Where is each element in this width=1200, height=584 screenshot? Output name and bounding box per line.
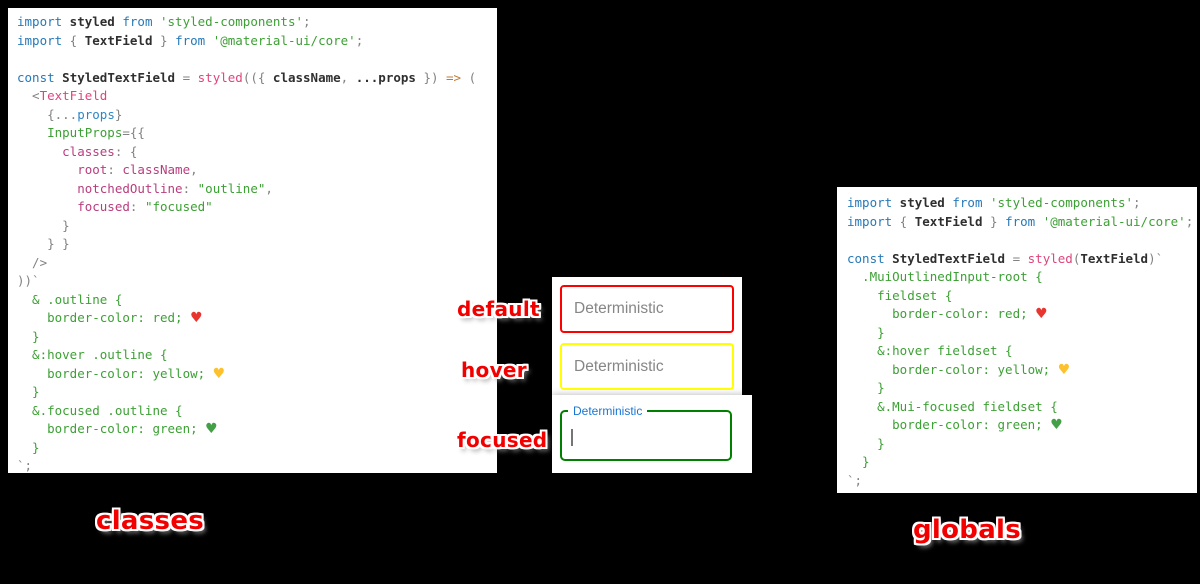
code-line: border-color: yellow; ♥ [17,365,226,382]
annotation-globals: globals [913,515,1022,545]
code-line: ))` [17,273,40,288]
code-line: `; [847,472,863,488]
code-line: &.focused .outline { [17,402,183,418]
code-line: &.Mui-focused fieldset { [847,398,1058,414]
code-line: } [17,384,40,399]
globals-code-snippet: import styled from 'styled-components'; i… [837,187,1197,493]
annotation-focused: focused [457,428,548,452]
code-line: `; [17,458,33,473]
code-line: border-color: red; ♥ [847,306,1048,322]
code-line: border-color: green; ♥ [17,421,218,437]
annotation-default: default [457,297,540,321]
green-heart-icon: ♥ [1050,417,1063,433]
code-line: } [847,454,870,469]
code-line: const StyledTextField = styled(({ classN… [17,69,477,85]
classes-code-snippet: import styled from 'styled-components'; i… [8,8,497,473]
text-cursor [571,429,573,446]
yellow-heart-icon: ♥ [212,365,226,382]
code-line: } [17,439,40,455]
code-line: & .outline { [17,291,123,307]
code-line: <TextField [17,88,108,103]
annotation-classes: classes [96,506,205,536]
textfield-hover[interactable] [560,343,734,390]
code-line: .MuiOutlinedInput-root { [847,269,1043,284]
code-line: import styled from 'styled-components'; [17,14,311,29]
code-line: } [17,328,40,344]
code-line: /> [17,254,48,270]
red-heart-icon: ♥ [190,310,203,326]
red-heart-icon: ♥ [1035,306,1048,322]
code-line: &:hover fieldset { [847,343,1013,358]
code-line: border-color: green; ♥ [847,417,1063,433]
code-line: root: className, [17,162,198,177]
code-line: import { TextField } from '@material-ui/… [847,213,1194,229]
code-line: classes: { [17,143,138,159]
green-heart-icon: ♥ [205,421,218,437]
code-line: } [847,435,885,451]
code-line: } [847,380,885,395]
code-line: border-color: red; ♥ [17,310,203,326]
code-line: import { TextField } from '@material-ui/… [17,32,364,48]
code-line: fieldset { [847,287,953,303]
code-line: } [847,324,885,340]
annotation-hover: hover [461,358,527,382]
code-line: const StyledTextField = styled(TextField… [847,250,1164,266]
code-line: border-color: yellow; ♥ [847,361,1071,378]
code-line: &:hover .outline { [17,347,168,362]
textfield-default[interactable] [560,285,734,333]
code-line: focused: "focused" [17,199,213,214]
code-line: import styled from 'styled-components'; [847,195,1141,210]
code-line: } [17,217,70,233]
code-line: notchedOutline: "outline", [17,180,273,196]
code-line [847,231,1197,250]
yellow-heart-icon: ♥ [1057,361,1071,378]
code-line: {...props} [17,106,123,122]
code-line [17,50,497,69]
textfield-focused-label: Deterministic [573,404,643,418]
textfield-focused[interactable]: Deterministic [560,404,732,461]
code-line: InputProps={{ [17,125,145,140]
code-line: } } [17,236,70,251]
